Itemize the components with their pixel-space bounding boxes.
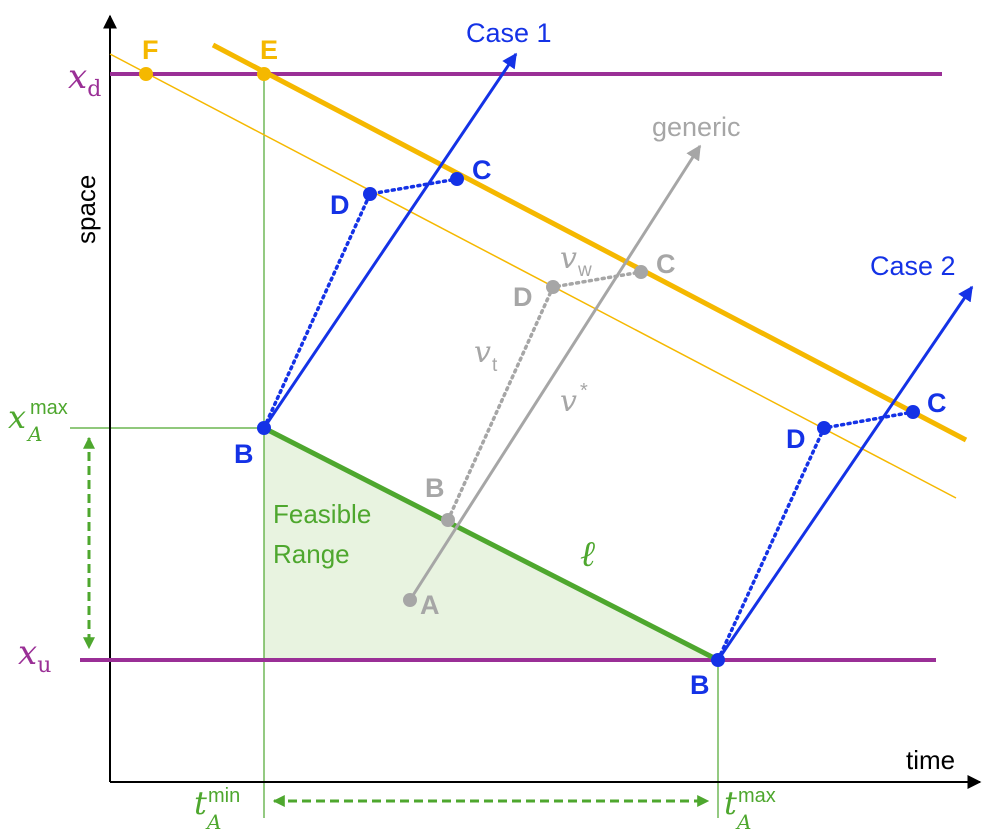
svg-text:A: A [26,422,42,446]
svg-text:t: t [194,784,207,822]
thin-wave-line [109,53,957,499]
svg-text:t: t [724,784,737,822]
case1-D-label: D [330,190,350,220]
case1-B-label: B [234,439,254,469]
generic-label: generic [652,112,741,142]
point-E-label: E [260,35,278,65]
case1-label: Case 1 [466,18,552,48]
generic-point-A-marker [403,593,417,607]
svg-text:v: v [560,384,577,419]
case2-dotted-path [716,410,915,662]
space-axis-label: space [71,175,101,244]
case2-B-label: B [690,670,710,700]
generic-point-C-marker [634,265,648,279]
x-u-label: xu [18,633,51,678]
case1-C-label: C [472,155,492,185]
generic-C-label: C [656,249,676,279]
feasible-range-label-line1: Feasible [273,499,371,529]
case2-point-B-marker [711,653,725,667]
generic-B-label: B [425,473,445,503]
point-E-marker [257,67,271,81]
case2-D-label: D [786,424,806,454]
svg-text:v: v [474,335,491,370]
feasible-range-label-line2: Range [273,539,350,569]
v-w-label: v w [560,241,592,281]
svg-text:w: w [577,260,592,281]
boundary-l-label: ℓ [580,534,595,575]
generic-point-B-marker [441,513,455,527]
v-star-label: v * [560,380,588,419]
svg-text:max: max [738,785,776,807]
generic-dotted-path [446,270,643,522]
x-a-max-label: x A max [8,397,68,446]
svg-text:min: min [208,785,240,807]
point-F-marker [139,67,153,81]
svg-text:A: A [205,810,221,834]
svg-text:A: A [735,810,751,834]
case2-trajectory [716,285,974,661]
time-axis-label: time [906,745,955,775]
point-F-label: F [142,35,159,65]
t-a-max-label: t A max [724,784,776,834]
generic-point-D-marker [546,280,560,294]
svg-text:x: x [8,398,26,436]
x-d-label: xd [68,57,101,102]
case1-dotted-path [262,177,459,430]
svg-text:*: * [580,380,588,402]
generic-trajectory [408,144,702,601]
case2-point-D-marker [817,421,831,435]
thick-wave-line [211,42,968,443]
case1-trajectory [262,52,518,429]
v-t-label: v t [474,335,498,376]
case1-point-C-marker [450,172,464,186]
generic-D-label: D [513,282,533,312]
generic-A-label: A [420,590,440,620]
case1-point-D-marker [363,187,377,201]
case2-point-C-marker [906,405,920,419]
boundary-line-l [262,425,720,663]
t-a-min-label: t A min [194,784,240,834]
svg-text:t: t [492,355,498,376]
svg-text:max: max [30,397,68,419]
case2-label: Case 2 [870,251,956,281]
case2-C-label: C [927,388,947,418]
svg-text:v: v [560,241,577,276]
case1-point-B-marker [257,421,271,435]
